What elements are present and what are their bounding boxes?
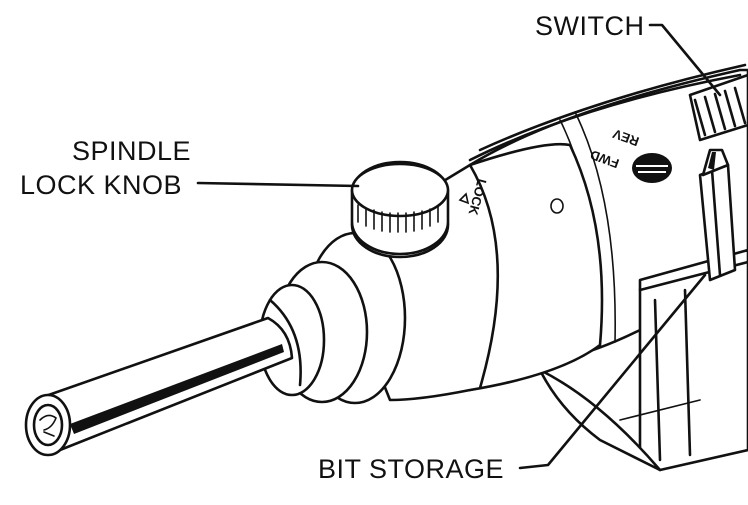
spindle-lock-label-line2: LOCK KNOB	[20, 170, 182, 200]
switch-area	[688, 73, 748, 142]
collar-rings	[258, 231, 407, 405]
spindle-shaft	[24, 316, 294, 457]
bit-storage-leader-line	[518, 273, 707, 470]
leader-lines	[196, 23, 722, 470]
spindle-lock-label-line1: SPINDLE	[72, 136, 191, 166]
knob-knurling	[357, 204, 439, 233]
bit-storage-label: BIT STORAGE	[318, 454, 504, 484]
callout-labels: SWITCH SPINDLE LOCK KNOB BIT STORAGE	[20, 11, 644, 484]
switch-label: SWITCH	[535, 11, 644, 41]
switch-leader-line	[648, 23, 722, 97]
stored-bit	[698, 148, 737, 282]
direction-symbol-icon	[632, 153, 672, 183]
spindle-lock-leader-line	[196, 181, 360, 188]
spindle-lock-knob	[350, 160, 450, 259]
hole-marking	[550, 198, 564, 214]
bit-storage-base	[538, 248, 748, 472]
lock-arrow-icon	[458, 192, 470, 205]
